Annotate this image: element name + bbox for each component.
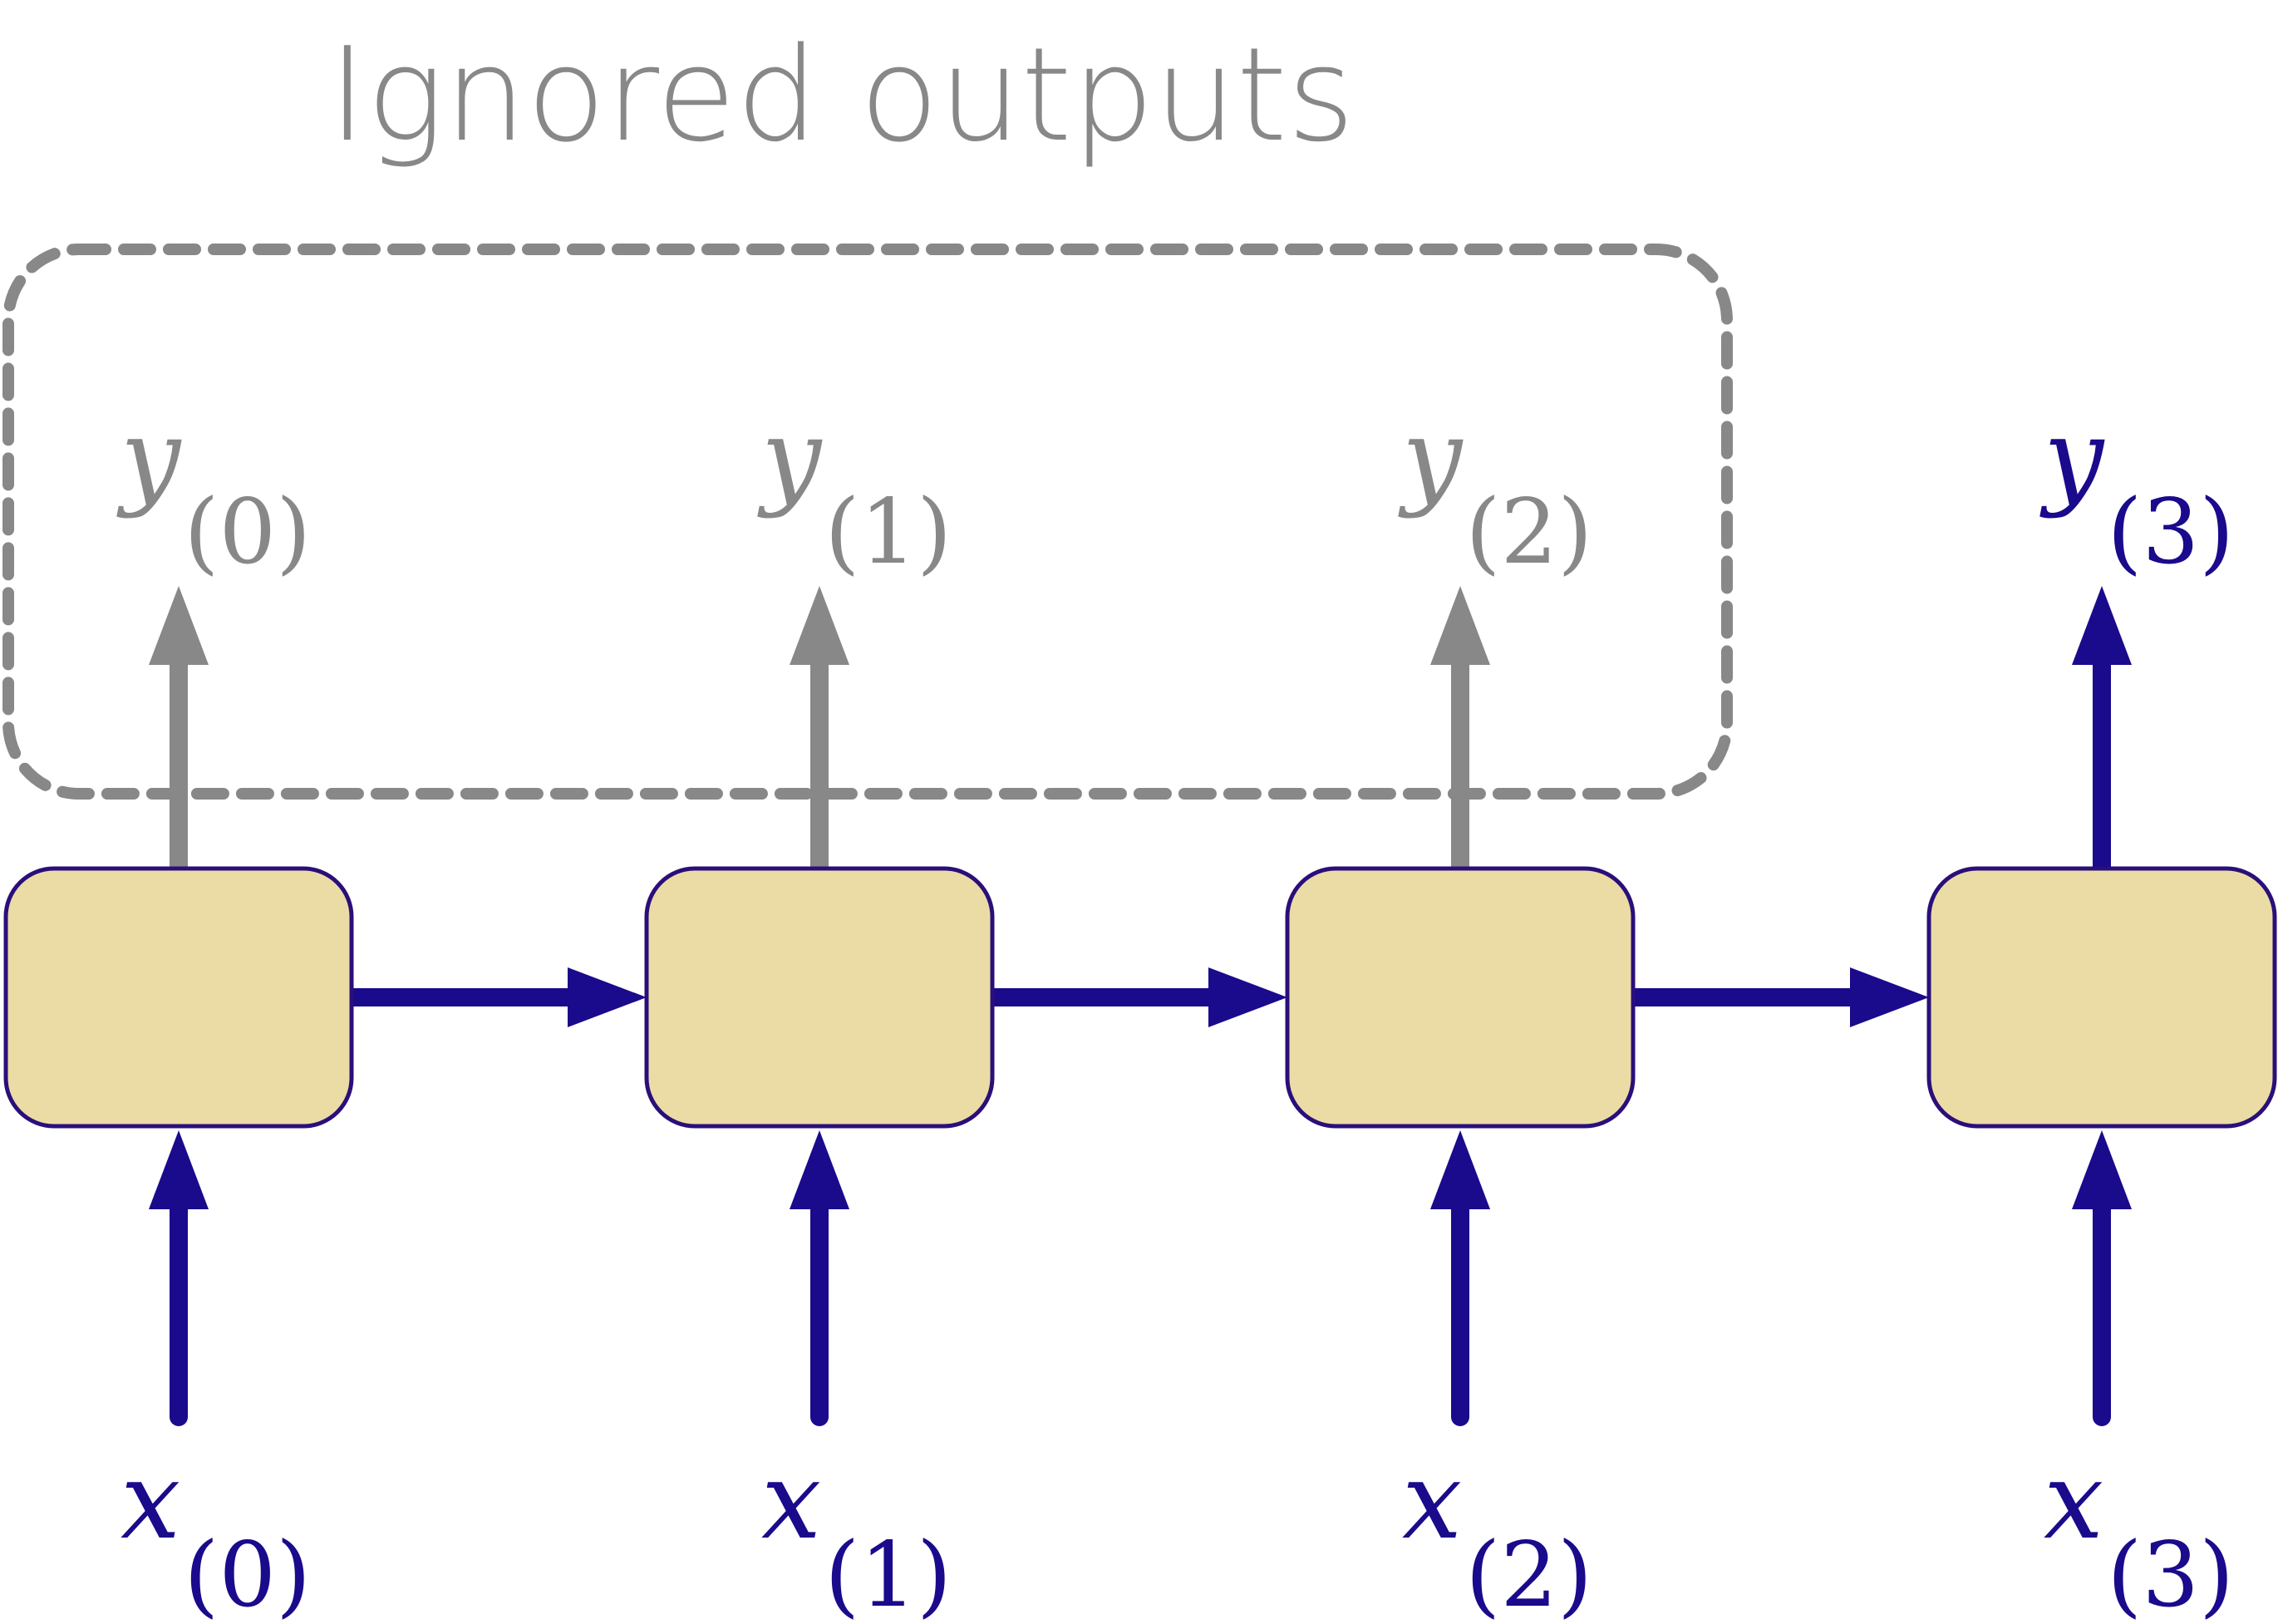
arrowhead-icon [790,1130,849,1209]
recurrent-arrow-2 [1633,967,1929,1027]
arrowhead-icon [149,586,209,665]
input-label-0: x(0) [121,1439,311,1624]
arrowhead-icon [790,586,849,665]
arrowhead-icon [568,967,647,1027]
input-label-1: x(1) [761,1439,952,1624]
output-arrow-0 [149,586,209,878]
input-arrow-0 [149,1130,209,1426]
output-label-0: y(0) [116,396,311,584]
input-arrow-1 [790,1130,849,1426]
output-label-2: y(2) [1398,396,1592,584]
arrowhead-icon [1430,1130,1490,1209]
output-arrow-3 [2072,586,2132,878]
input-arrow-2 [1430,1130,1490,1426]
rnn-cell-1 [644,866,995,1129]
rnn-cell-3 [1926,866,2277,1129]
diagram-title: Ignored outputs [328,19,1355,170]
recurrent-arrow-0 [352,967,647,1027]
input-label-2: x(2) [1402,1439,1592,1624]
recurrent-arrow-1 [992,967,1287,1027]
arrowhead-icon [149,1130,209,1209]
output-label-1: y(1) [757,396,952,584]
ignored-outputs-region [2,244,1733,800]
rnn-cell-0 [3,866,354,1129]
input-label-3: x(3) [2044,1439,2234,1624]
arrowhead-icon [1430,586,1490,665]
arrowhead-icon [2072,1130,2132,1209]
input-arrow-3 [2072,1130,2132,1426]
output-arrow-2 [1430,586,1490,878]
output-arrow-1 [790,586,849,878]
output-label-3: y(3) [2039,396,2234,584]
arrowhead-icon [1208,967,1287,1027]
arrowhead-icon [2072,586,2132,665]
rnn-cell-2 [1285,866,1636,1129]
arrowhead-icon [1850,967,1929,1027]
